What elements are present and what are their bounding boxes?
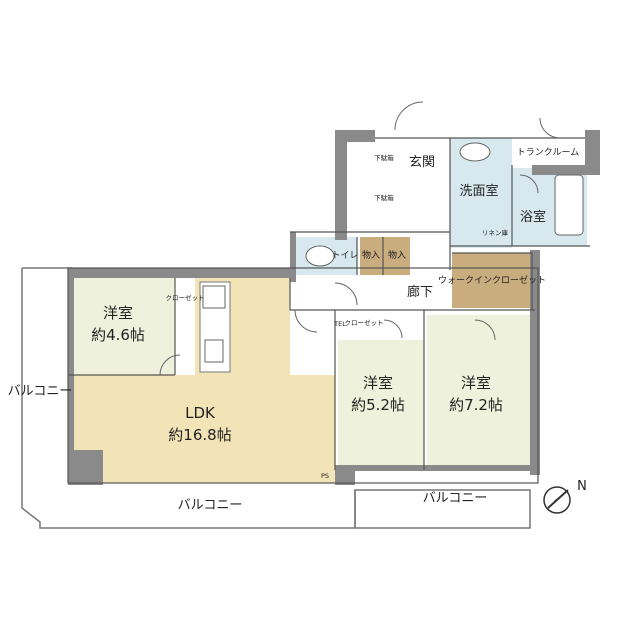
storage-floor	[360, 237, 410, 275]
toilet-label: トイレ	[331, 251, 358, 261]
tel-mark: TEL	[333, 320, 346, 328]
washroom-label: 洗面室	[459, 183, 498, 199]
western2-name: 洋室	[363, 374, 393, 392]
balcony-outline	[21, 267, 531, 529]
bathroom-label: 浴室	[520, 209, 546, 225]
ldk-name: LDK	[185, 404, 216, 422]
closet1-label: クローゼット	[166, 293, 205, 302]
ps-mark: PS	[321, 472, 329, 480]
toilet-bowl	[305, 245, 335, 267]
sink	[459, 142, 491, 162]
compass-label: N	[577, 479, 587, 494]
western2-size: 約5.2帖	[351, 396, 405, 414]
western3-name: 洋室	[461, 374, 491, 392]
linen-label: リネン庫	[482, 228, 509, 237]
shoe-box1-label: 下駄箱	[374, 153, 394, 162]
doors	[159, 101, 561, 376]
western1-floor	[72, 278, 175, 375]
corridor-label: 廊下	[407, 284, 433, 300]
trunk-room-label: トランクルーム	[517, 147, 579, 158]
stove	[202, 285, 226, 309]
storage1-label: 物入	[362, 249, 380, 261]
room-outlines	[67, 137, 590, 484]
ldk-floor	[68, 375, 335, 483]
compass-icon	[543, 486, 571, 514]
western1-name: 洋室	[103, 304, 133, 322]
western1-size: 約4.6帖	[91, 326, 145, 344]
closet2-label: クローゼット	[345, 318, 384, 327]
ldk-size: 約16.8帖	[168, 426, 231, 444]
kitchen-sink	[204, 339, 224, 363]
western3-size: 約7.2帖	[449, 396, 503, 414]
wic-floor	[452, 253, 532, 308]
bathtub	[554, 174, 584, 236]
entrance-label: 玄関	[409, 155, 435, 170]
wic-label: ウォークインクローゼット	[438, 274, 546, 286]
labels: LDK 約16.8帖 洋室 約4.6帖 洋室 約5.2帖 洋室 約7.2帖 玄関…	[8, 147, 587, 513]
shoe-box2-label: 下駄箱	[374, 193, 394, 202]
western2-floor	[338, 340, 424, 465]
storage2-label: 物入	[388, 249, 406, 261]
western3-floor	[427, 315, 532, 465]
balcony-left-label: バルコニー	[8, 384, 73, 399]
walls	[68, 130, 600, 485]
balcony-bottom-right-label: バルコニー	[423, 491, 488, 506]
balcony-bottom-left-label: バルコニー	[178, 498, 243, 513]
